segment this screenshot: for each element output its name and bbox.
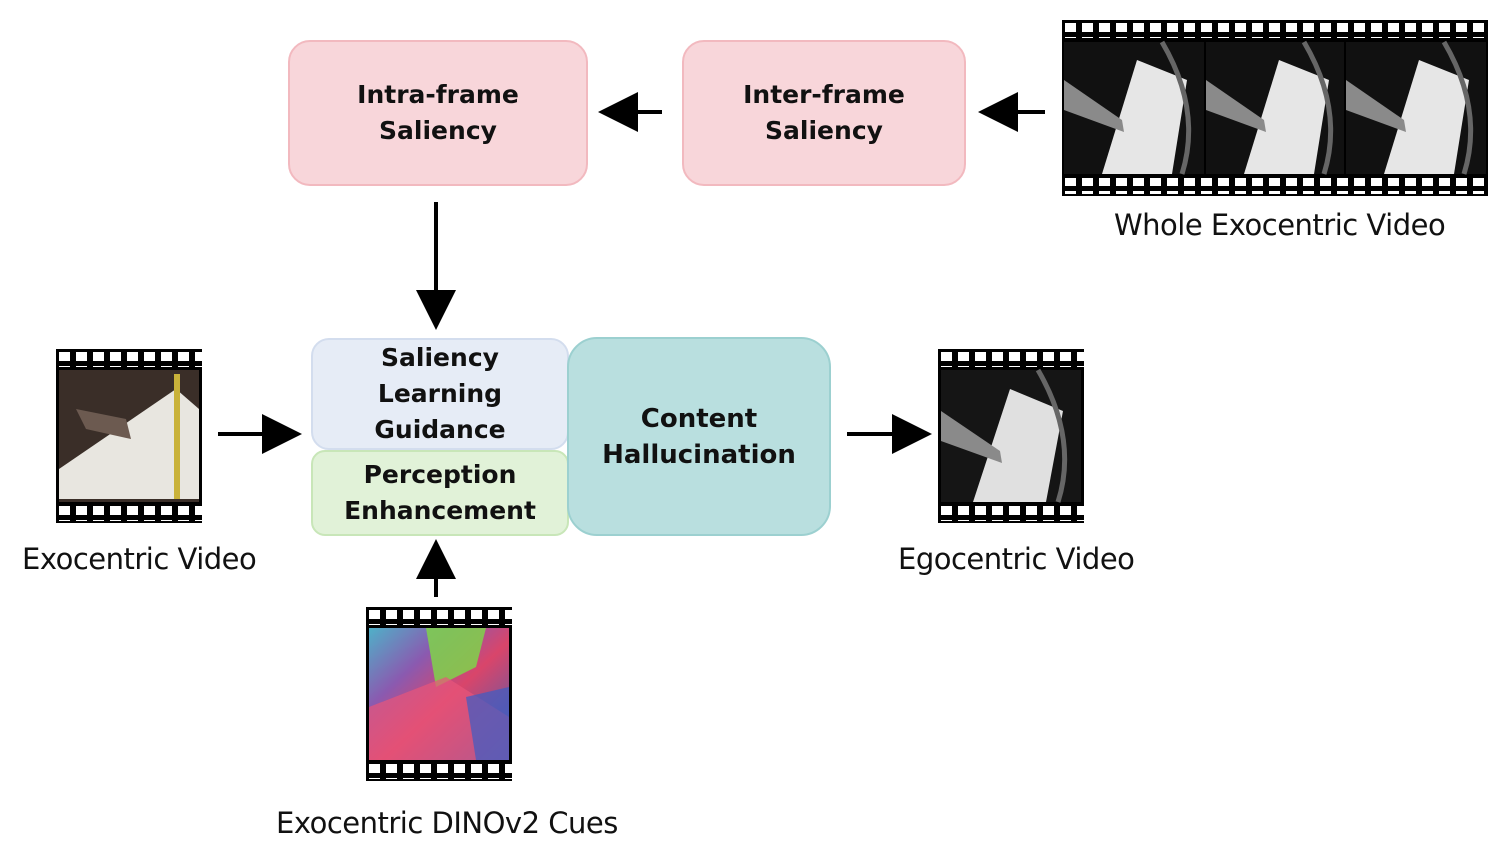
content-hallucination-box: Content Hallucination — [567, 337, 831, 536]
saliency-learning-guidance-box: Saliency Learning Guidance — [311, 338, 569, 450]
intra-frame-saliency-label: Intra-frame Saliency — [357, 80, 519, 145]
whole-exocentric-video-filmstrip — [1062, 20, 1488, 196]
egocentric-video-caption: Egocentric Video — [898, 542, 1135, 576]
frame-3 — [1346, 40, 1486, 175]
exocentric-video-caption: Exocentric Video — [22, 542, 257, 576]
frame-2 — [1206, 40, 1344, 175]
egocentric-video-filmstrip — [938, 349, 1084, 523]
inter-frame-saliency-label: Inter-frame Saliency — [743, 80, 905, 145]
content-hallucination-label: Content Hallucination — [602, 403, 796, 470]
exocentric-dinov2-cues-caption: Exocentric DINOv2 Cues — [276, 806, 618, 840]
saliency-learning-guidance-label: Saliency Learning Guidance — [374, 343, 506, 444]
exocentric-video-filmstrip — [56, 349, 202, 523]
perception-enhancement-label: Perception Enhancement — [344, 460, 536, 525]
inter-frame-saliency-box: Inter-frame Saliency — [682, 40, 966, 186]
perception-enhancement-box: Perception Enhancement — [311, 450, 569, 536]
exocentric-dinov2-cues-filmstrip — [366, 607, 512, 781]
intra-frame-saliency-box: Intra-frame Saliency — [288, 40, 588, 186]
whole-exocentric-video-caption: Whole Exocentric Video — [1114, 208, 1446, 242]
frame-1 — [1064, 40, 1204, 175]
